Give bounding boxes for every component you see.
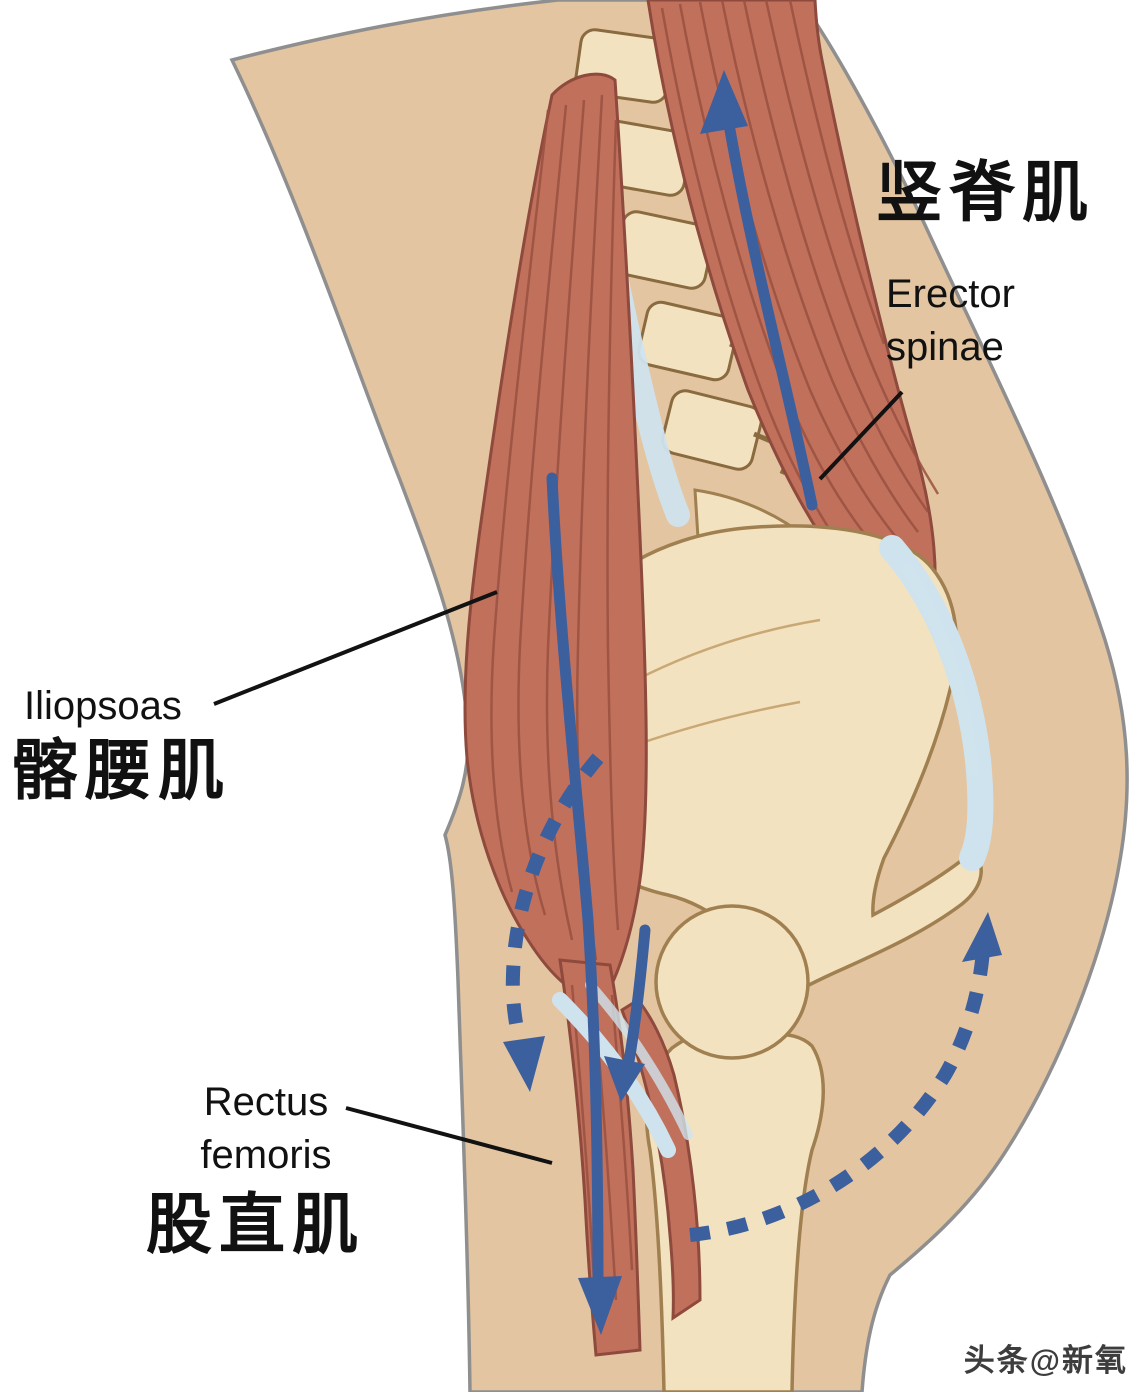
rectus-pointer-line [345, 1106, 553, 1165]
label-pointer-lines [213, 390, 904, 1165]
watermark: 头条@新氧 [963, 1343, 1128, 1378]
rotation-arc-front [505, 753, 604, 1044]
rotation-arc-back [689, 949, 990, 1242]
pelvic-rotation-arcs [505, 753, 990, 1242]
rotation-arrowheads [503, 912, 1002, 1092]
iliopsoas-label-cn: 髂腰肌 [12, 733, 231, 807]
iliopsoas-down-arrow [546, 472, 604, 1291]
rectus-femoris-label-cn: 股直肌 [146, 1187, 365, 1261]
spine-vertebrae [574, 28, 763, 471]
rectus-femoris-label-en: Rectus femoris [200, 1080, 332, 1177]
erector-up-arrow [724, 124, 818, 511]
erector-spinae-label-cn: 竖脊肌 [876, 155, 1095, 229]
iliacus-down-arrow [621, 924, 651, 1078]
gluteal-fascia [879, 535, 994, 871]
iliopsoas-label-en: Iliopsoas [24, 684, 182, 728]
erector-pointer-line [818, 390, 904, 481]
erector-spinae-label-en: Erector spinae [886, 272, 1015, 369]
iliopsoas-pointer-line [213, 590, 498, 706]
solid-arrowheads [578, 70, 748, 1335]
muscle-pull-arrows [546, 124, 818, 1291]
